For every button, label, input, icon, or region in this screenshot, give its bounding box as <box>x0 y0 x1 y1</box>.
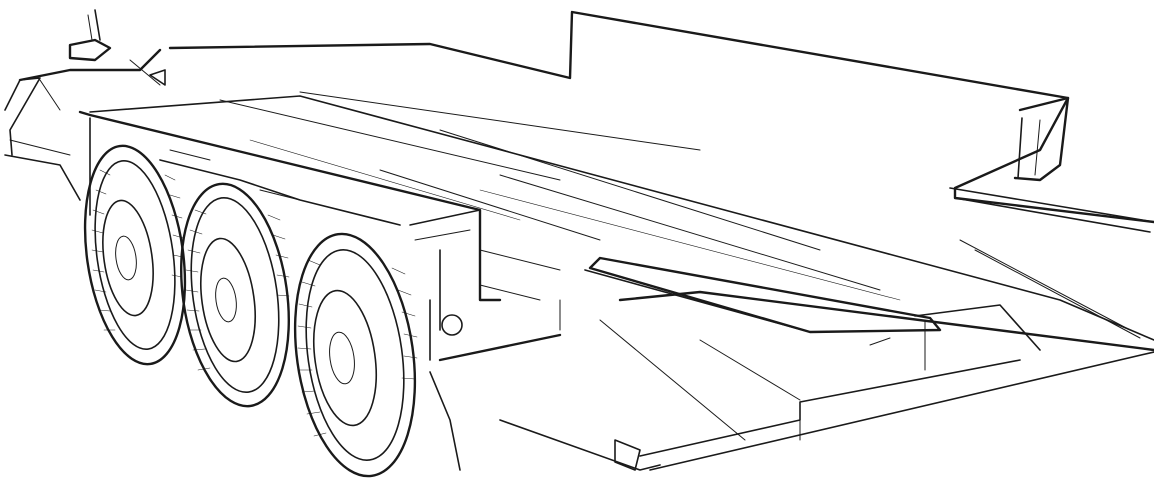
wheel-rear <box>293 232 418 478</box>
suspension <box>159 149 431 361</box>
wheel-middle <box>179 182 291 408</box>
trailer-deck <box>89 10 1154 471</box>
rear-end-plate <box>949 96 1154 233</box>
front-coupler <box>4 9 166 201</box>
side-frame <box>78 110 661 471</box>
wheel-front <box>83 144 187 366</box>
